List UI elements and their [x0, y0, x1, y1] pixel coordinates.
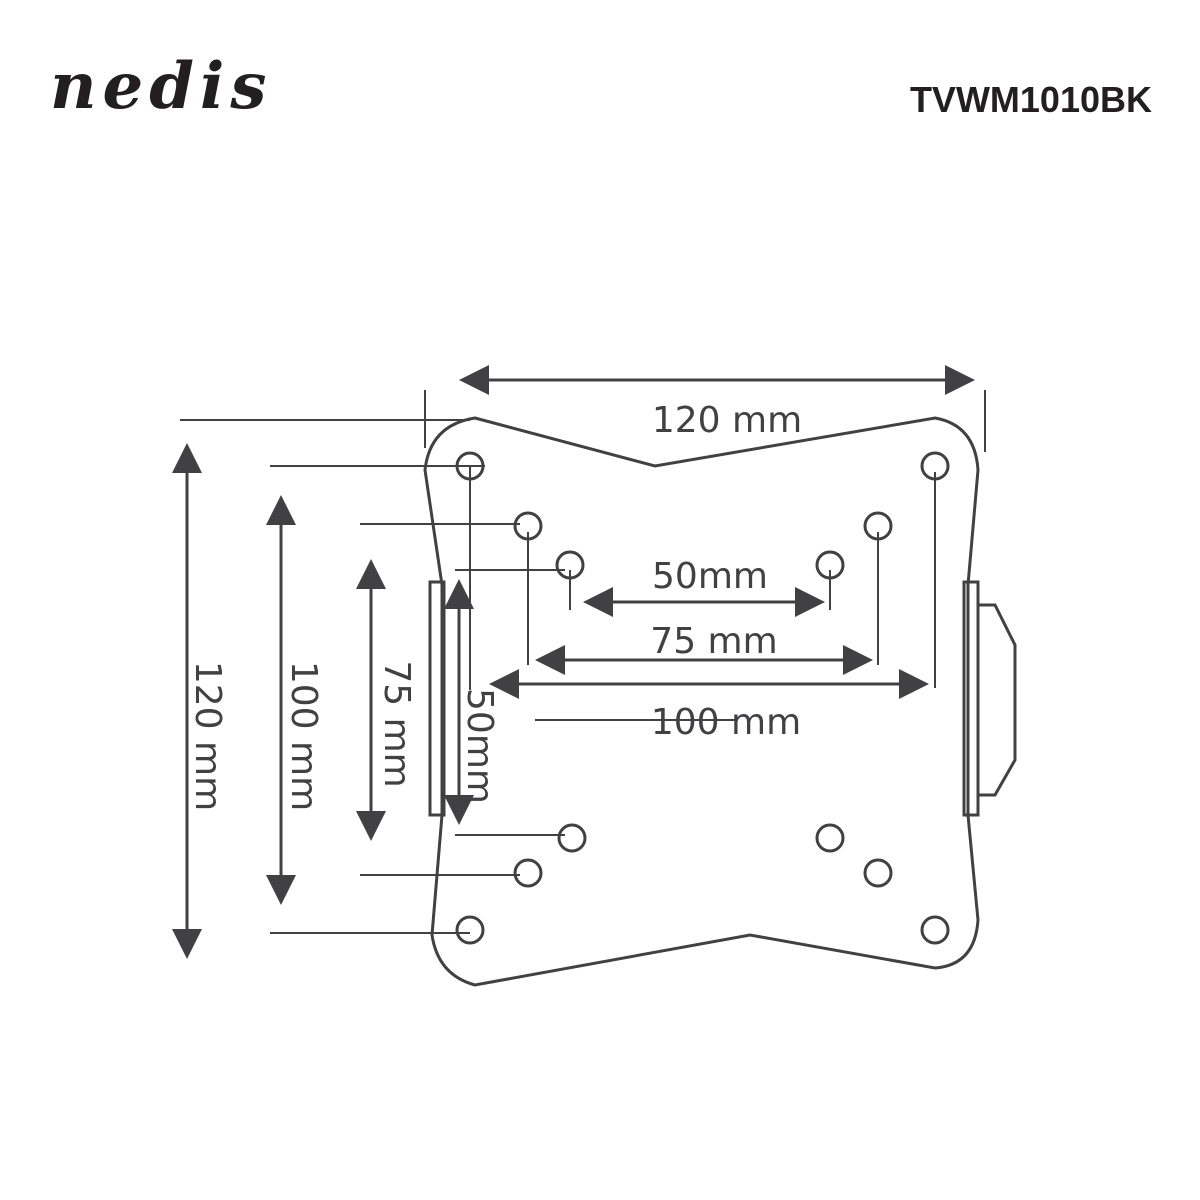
pivot-arm-outline — [978, 603, 1017, 797]
hole-100-bottom-left — [513, 858, 543, 888]
label-top-120: 120 mm — [652, 400, 802, 441]
hole-75-bottom-left — [557, 823, 587, 853]
label-50-horizontal: 50mm — [652, 556, 768, 597]
hole-120-bottom-right — [920, 915, 950, 945]
right-bracket — [962, 580, 980, 817]
product-model-number: TVWM1010BK — [909, 79, 1152, 120]
label-100-horizontal: 100 mm — [651, 702, 801, 743]
label-120-vertical: 120 mm — [187, 661, 228, 811]
label-75-horizontal: 75 mm — [650, 621, 777, 662]
mounting-holes — [455, 451, 950, 945]
label-75-vertical: 75 mm — [376, 660, 417, 787]
dimension-arrows — [172, 365, 975, 959]
hole-100-bottom-right — [863, 858, 893, 888]
hole-75-bottom-right — [815, 823, 845, 853]
label-100-vertical: 100 mm — [283, 661, 324, 811]
hole-120-bottom-left — [455, 915, 485, 945]
brand-logo: nedis — [50, 49, 273, 124]
label-50-vertical: 50mm — [459, 688, 500, 804]
mounting-plate-outline — [423, 416, 980, 987]
